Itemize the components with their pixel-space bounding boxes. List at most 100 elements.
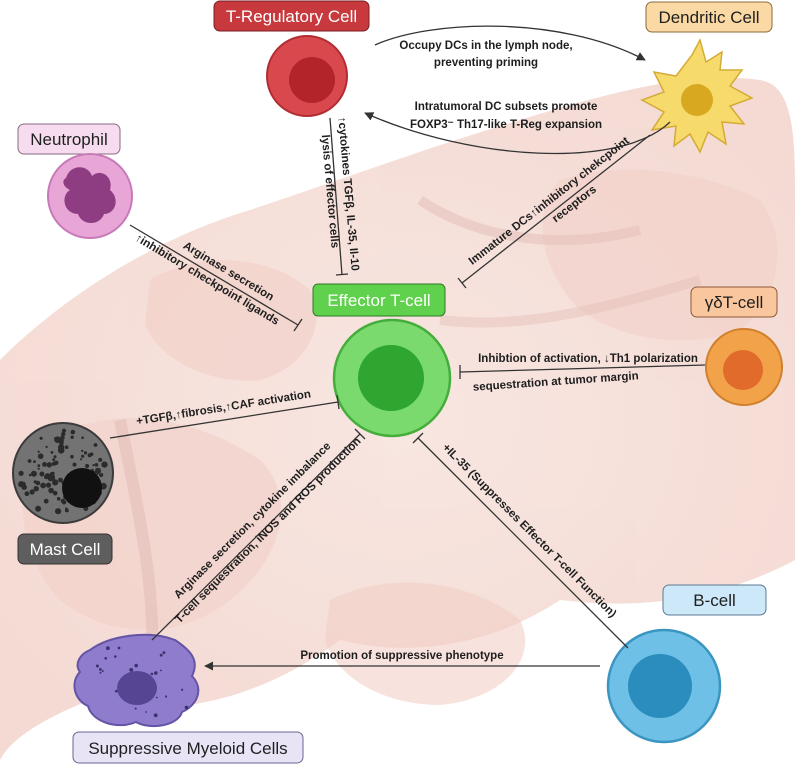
myeloid-granule (117, 646, 121, 650)
mast-granule (52, 479, 59, 486)
myeloid-granule (150, 672, 154, 676)
myeloid-cell (73, 633, 200, 728)
mast-granule (81, 449, 84, 453)
dc-to-treg-label-2: FOXP3⁻ Th17-like T-Reg expansion (410, 119, 602, 131)
myeloid-granule (129, 668, 134, 672)
mast-granule (29, 489, 35, 495)
mast-granule (81, 454, 85, 458)
myeloid-granule (145, 711, 148, 713)
label-treg: T-Regulatory Cell (213, 0, 370, 32)
neutrophil-cell (47, 153, 133, 239)
myeloid-granule (99, 671, 102, 674)
mast-granule (21, 484, 27, 490)
mast-granule (59, 438, 64, 444)
mast-granule (48, 487, 54, 494)
mast-granule (43, 498, 49, 504)
myeloid-granule (165, 695, 168, 698)
mast-granule (39, 436, 43, 440)
mast-granule (58, 478, 61, 481)
mast-granule (40, 454, 44, 457)
myeloid-granule (95, 664, 99, 668)
gdt-cell (705, 328, 783, 406)
mast-granule (53, 455, 57, 459)
label-bcell-text: B-cell (693, 591, 736, 610)
bcell-myeloid-label: Promotion of suppressive phenotype (300, 650, 503, 662)
mast-granule (33, 460, 36, 463)
bcell-cell (606, 628, 722, 744)
mast-granule (30, 470, 37, 477)
mast-granule (99, 472, 104, 478)
mast-granule (28, 473, 32, 477)
mast-granule (101, 461, 108, 468)
arrow-treg-to-dc (374, 25, 646, 61)
mast-granule (55, 508, 62, 515)
mast-granule (45, 445, 48, 449)
mast-granule (70, 454, 74, 459)
label-bcell: B-cell (662, 584, 767, 616)
mast-granule (93, 443, 98, 447)
mast-granule (43, 474, 49, 480)
mast-granule (48, 474, 56, 481)
interaction-lines (109, 25, 706, 671)
mast-granule (52, 458, 56, 462)
myeloid-granule (101, 670, 104, 672)
mast-granule (98, 457, 103, 462)
mast-granule (56, 497, 61, 501)
mast-granule (50, 451, 54, 454)
myeloid-granule (154, 671, 158, 675)
treg-to-dc-label-1: Occupy DCs in the lymph node, (399, 40, 572, 52)
mast-granule (46, 462, 52, 468)
mast-granule (37, 467, 40, 470)
myeloid-granule (162, 651, 166, 655)
myeloid-granule (134, 707, 137, 710)
inhibit-mast-effector (109, 401, 339, 439)
label-myeloid-text: Suppressive Myeloid Cells (88, 739, 287, 758)
mast-granule (58, 444, 65, 451)
label-neutrophil: Neutrophil (17, 123, 121, 155)
label-mast-text: Mast Cell (30, 540, 101, 559)
mast-granule (37, 450, 40, 453)
myeloid-granule (184, 705, 189, 710)
mast-granule (54, 436, 61, 444)
inhibit-gdt-effector (459, 364, 706, 373)
mast-granule (61, 431, 66, 437)
mast-granule (33, 486, 39, 492)
mast-granule (94, 463, 99, 467)
mast-granule (79, 458, 83, 461)
mast-granule (37, 464, 41, 467)
label-dendritic-text: Dendritic Cell (658, 8, 759, 27)
mast-granule (40, 482, 46, 489)
myeloid-granule (181, 688, 184, 691)
mast-granule (27, 459, 32, 463)
label-mast: Mast Cell (17, 533, 113, 565)
myeloid-granule (159, 653, 163, 657)
dendritic-cell (640, 37, 754, 154)
label-dendritic: Dendritic Cell (645, 1, 773, 33)
myeloid-granule (114, 655, 117, 658)
mast-granule (60, 498, 66, 504)
myeloid-granule (99, 668, 102, 671)
mast-granule (85, 463, 90, 469)
mast-granule (97, 469, 101, 473)
mast-granule (70, 435, 74, 439)
myeloid-granule (155, 696, 158, 699)
mast-granule (92, 464, 95, 467)
inhibit-treg-effector (329, 117, 343, 276)
label-gdt-text: γδT-cell (705, 293, 764, 312)
label-myeloid: Suppressive Myeloid Cells (72, 731, 304, 764)
mast-granule (70, 429, 76, 435)
mast-granule (81, 436, 84, 440)
arrow-dc-to-treg (364, 112, 671, 155)
inhibit-dc-effector (461, 134, 651, 284)
inhibit-neutrophil-effector (129, 224, 299, 326)
mast-granule (51, 461, 56, 466)
myeloid-granule (160, 669, 162, 672)
myeloid-granule (114, 689, 118, 693)
treg-to-dc-label-2: preventing priming (434, 57, 538, 69)
myeloid-granule (106, 646, 110, 651)
myeloid-granule (153, 713, 158, 718)
mast-granule (24, 491, 30, 497)
treg-cell (266, 35, 348, 117)
mast-granule (39, 471, 45, 477)
